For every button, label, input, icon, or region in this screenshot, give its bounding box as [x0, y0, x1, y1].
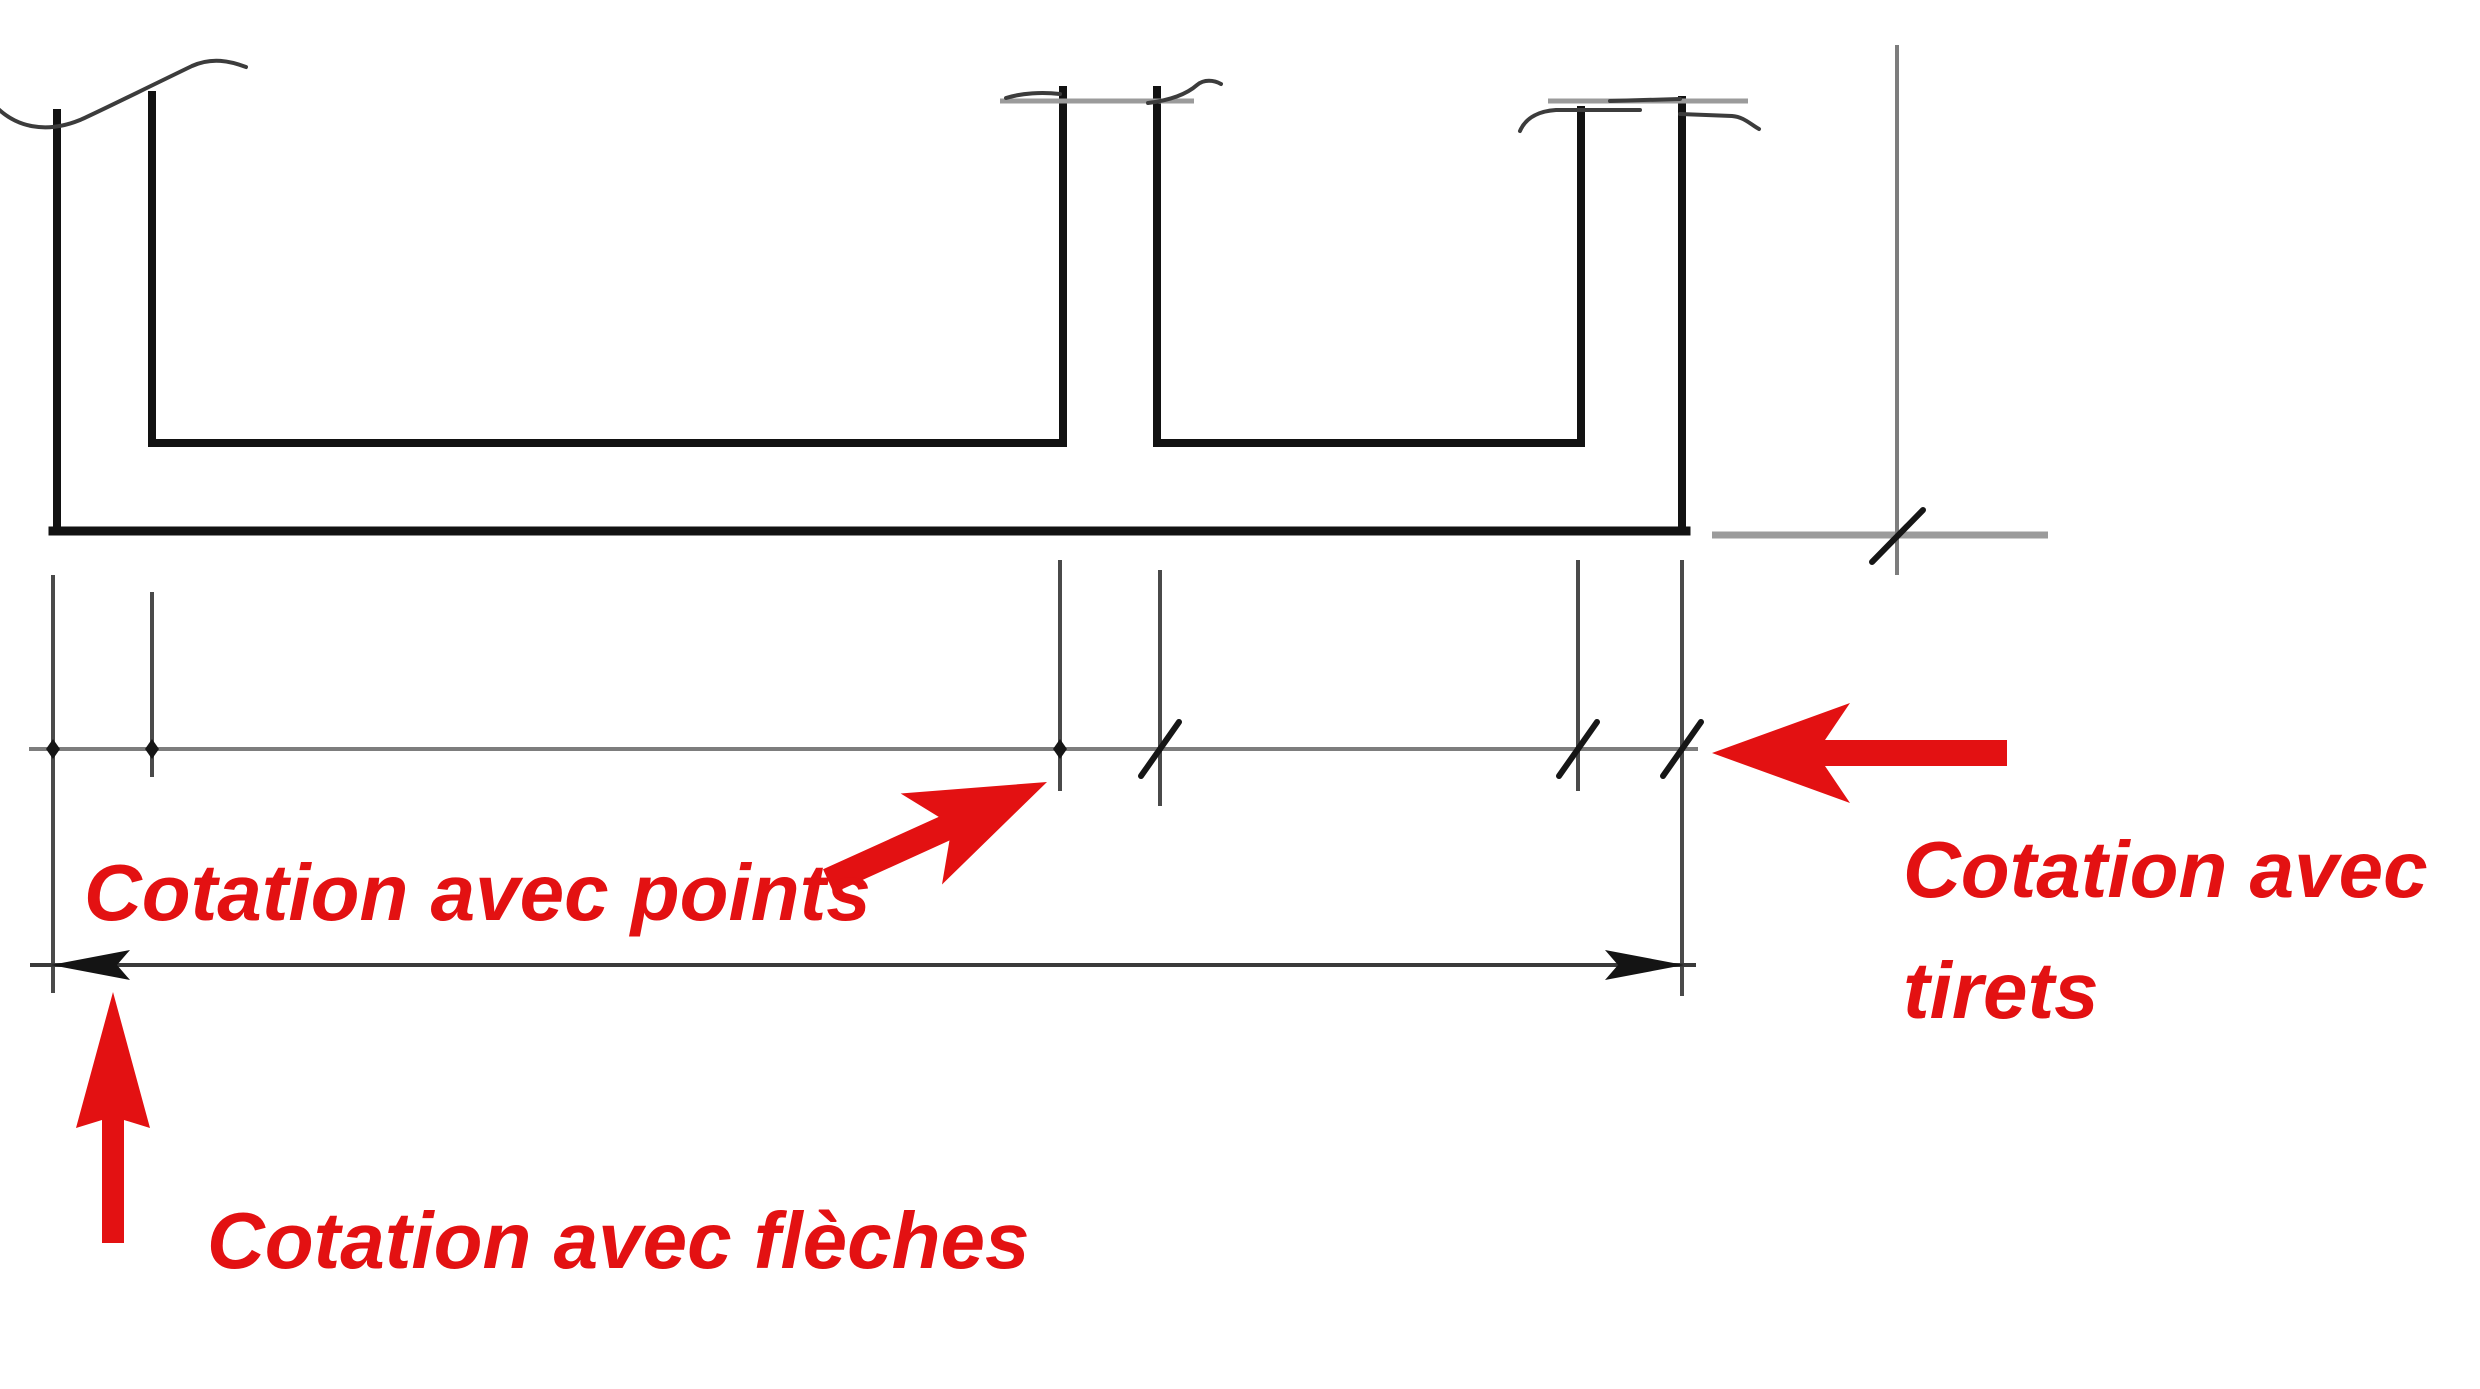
label-cotation-avec-tirets-line1: Cotation avec [1903, 825, 2428, 914]
height-dimension-tick-marker [1869, 507, 1926, 565]
dimension-line-points-and-ticks [29, 719, 1704, 779]
right-wall-break-dash-top [1608, 97, 1682, 103]
label-cotation-avec-tirets-line2: tirets [1903, 946, 2099, 1035]
extension-lines [51, 560, 1684, 996]
point-marker-1 [46, 739, 60, 759]
red-arrow-up-icon [76, 992, 150, 1243]
dimension-line-arrows [30, 950, 1696, 980]
right-wall-break-dash-left [1518, 108, 1642, 133]
label-cotation-avec-fleches: Cotation avec flèches [207, 1196, 1030, 1285]
red-arrow-up-right-icon [823, 782, 1047, 893]
dimension-arrowhead-left [51, 950, 130, 980]
middle-wall-break-dash [1004, 91, 1062, 100]
section-profile [48, 86, 1691, 536]
point-marker-3 [1053, 739, 1067, 759]
annotation-labels: Cotation avec points Cotation avec tiret… [84, 825, 2428, 1285]
label-cotation-avec-points: Cotation avec points [84, 848, 871, 937]
dimension-arrowhead-right [1605, 950, 1684, 980]
left-wall-break-mark [0, 58, 248, 130]
height-dimension [1712, 45, 2048, 575]
middle-wall-break-hook [1146, 78, 1223, 105]
right-wall-break-hook [1678, 112, 1761, 131]
break-marks [0, 58, 1761, 133]
tick-marker-1 [1138, 719, 1182, 779]
tick-marker-3 [1660, 719, 1704, 779]
annotation-arrows [76, 703, 2007, 1243]
red-arrow-left-icon [1712, 703, 2007, 803]
tick-marker-2 [1556, 719, 1600, 779]
point-marker-2 [145, 739, 159, 759]
